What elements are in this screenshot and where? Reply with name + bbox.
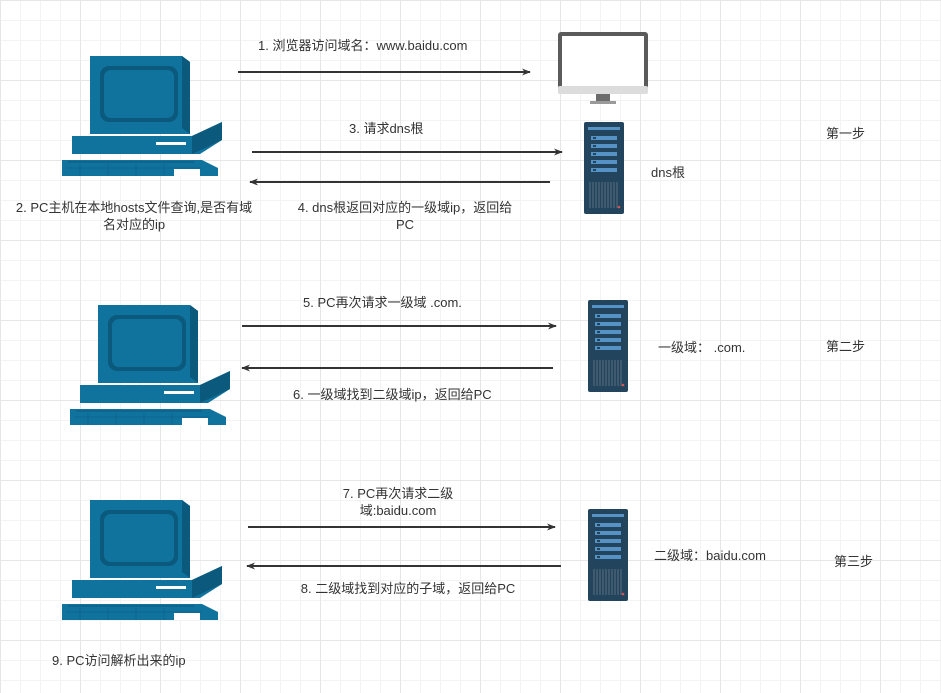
pc-1-icon [61, 55, 223, 177]
dns-root-server-icon [583, 121, 625, 215]
message-1-label: 1. 浏览器访问域名：www.baidu.com [258, 38, 468, 53]
dns-root-server-label: dns根 [651, 165, 685, 180]
step-3-label: 第三步 [834, 554, 874, 569]
message-7-label: 7. PC再次请求二级域:baidu.com [342, 486, 454, 518]
message-8-label: 8. 二级域找到对应的子域，返回给PC [300, 581, 516, 596]
message-9-label: 9. PC访问解析出来的ip [52, 653, 186, 668]
message-6-label: 6. 一级域找到二级域ip，返回给PC [293, 387, 492, 402]
sld-server-label: 二级域：baidu.com [654, 548, 766, 563]
step-1-label: 第一步 [826, 126, 866, 141]
browser-monitor-icon [558, 32, 648, 104]
pc-2-icon [69, 304, 231, 426]
message-2-label: 2. PC主机在本地hosts文件查询,是否有域名对应的ip [15, 200, 253, 232]
step-2-label: 第二步 [826, 339, 866, 354]
message-4-label: 4. dns根返回对应的一级域ip，返回给PC [297, 200, 513, 232]
sld-server-icon [587, 508, 629, 602]
tld-server-icon [587, 299, 629, 393]
message-5-label: 5. PC再次请求一级域 .com. [303, 295, 462, 310]
pc-3-icon [61, 499, 223, 621]
tld-server-label: 一级域： .com. [658, 340, 746, 355]
message-3-label: 3. 请求dns根 [349, 121, 424, 136]
